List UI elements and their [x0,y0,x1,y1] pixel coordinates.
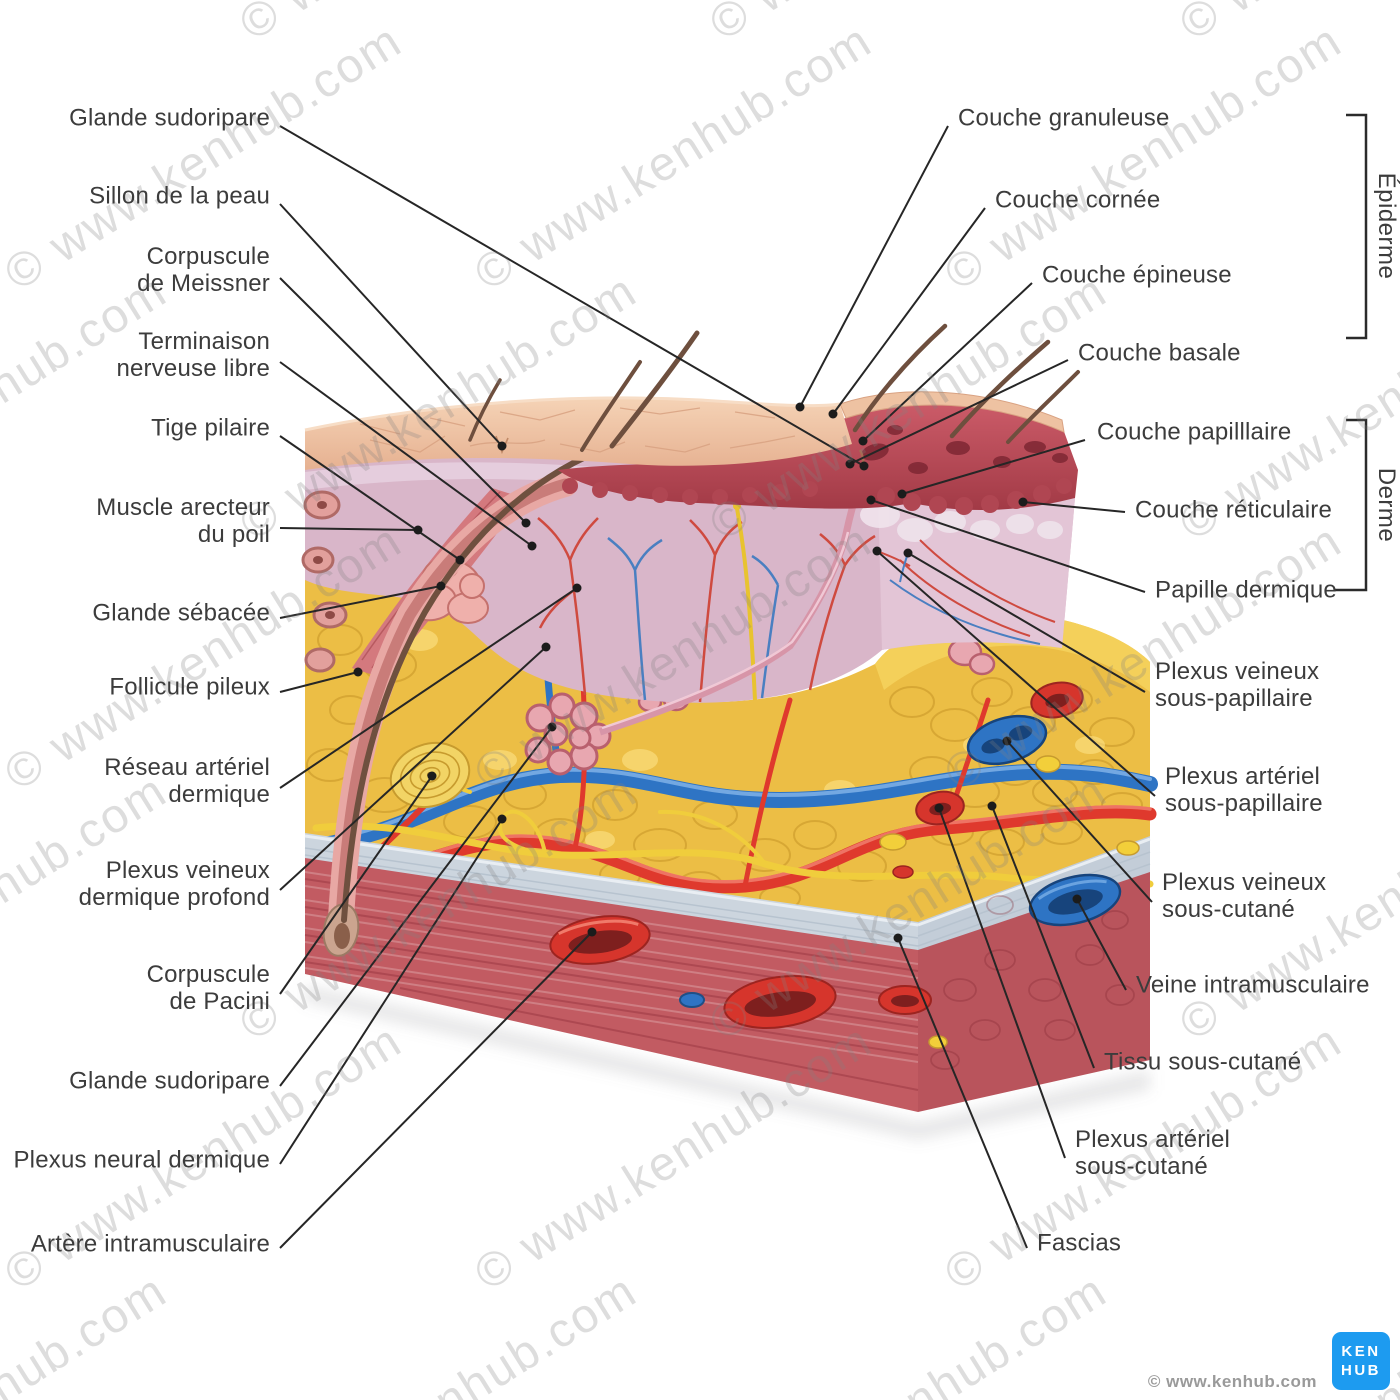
label-follicule-pileux: Follicule pileux [109,673,270,701]
leader-plexus-arteriel-sous-cutane [938,807,1066,1159]
leader-corpuscule-de-meissner [279,277,527,524]
leader-reseau-arteriel [279,587,578,789]
leader-couche-cornee [832,207,986,415]
leader-lines [279,125,1156,1249]
leader-papille-dermique [870,499,1146,593]
label-plexus-veineux-dermique-profond: Plexus veineux dermique profond [78,857,270,911]
leader-couche-epineuse [862,282,1033,442]
label-tissu-sous-cutane: Tissu sous-cutané [1104,1048,1302,1076]
epidermis-layer [558,391,1078,515]
label-papille-dermique: Papille dermique [1155,576,1337,604]
kenhub-logo-line2: HUB [1341,1362,1381,1379]
kenhub-logo-line1: KEN [1341,1343,1381,1360]
leader-couche-reticulaire [1022,501,1126,513]
label-glande-sudoripare-bottom: Glande sudoripare [69,1067,270,1095]
label-muscle-arecteur-du-poil: Muscle arecteur du poil [96,494,270,548]
leader-glande-sudoripare-bottom [279,726,553,1087]
label-plexus-neural-dermique: Plexus neural dermique [13,1146,270,1174]
leader-muscle-arecteur [279,527,419,531]
leader-plexus-veineux-profond [279,646,547,891]
leader-terminaison-nerveuse-libre [279,361,533,547]
epiderme-bracket [1346,113,1368,340]
derme-bracket [1334,418,1368,592]
leader-veine-intramusculaire [1076,898,1127,991]
label-reseau-arteriel-dermique: Réseau artériel dermique [104,754,270,808]
bracket-label-epiderme: Épiderme [1373,172,1400,280]
copyright-text: © www.kenhub.com [1147,1372,1317,1391]
leader-dots [353,402,1082,943]
label-terminaison-nerveuse-libre: Terminaison nerveuse libre [116,328,270,382]
leader-plexus-arteriel-sous-papillaire [876,550,1156,797]
leader-couche-basale [849,359,1069,465]
label-sillon-de-la-peau: Sillon de la peau [89,182,270,210]
label-corpuscule-de-meissner: Corpuscule de Meissner [137,243,270,297]
leader-follicule-pileux [279,671,359,693]
label-artere-intramusculaire: Artère intramusculaire [30,1230,270,1258]
kenhub-logo: KEN HUB [1332,1332,1390,1390]
leader-corpuscule-de-pacini [279,775,433,995]
label-tige-pilaire: Tige pilaire [151,414,270,442]
label-couche-epineuse: Couche épineuse [1042,261,1232,289]
leader-tissu-sous-cutane [991,805,1095,1069]
brackets [1334,113,1368,592]
label-couche-basale: Couche basale [1078,339,1241,367]
leader-fascias [897,937,1028,1249]
leader-couche-papillaire [901,439,1086,495]
muscle-layer [304,840,1150,1112]
hair-shaft [341,443,615,923]
bracket-label-derme: Derme [1373,467,1400,543]
hairs [468,323,1080,452]
skin-surface [304,396,865,471]
label-glande-sebacee: Glande sébacée [92,599,270,627]
label-plexus-veineux-sous-cutane: Plexus veineux sous-cutané [1162,869,1327,923]
label-veine-intramusculaire: Veine intramusculaire [1136,971,1370,999]
leader-plexus-neural [279,818,503,1165]
label-couche-cornee: Couche cornée [995,186,1161,214]
label-fascias: Fascias [1037,1229,1122,1257]
leader-plexus-veineux-sous-papillaire [907,552,1146,693]
label-plexus-veineux-sous-papillaire: Plexus veineux sous-papillaire [1155,658,1320,712]
label-corpuscule-de-pacini: Corpuscule de Pacini [146,961,270,1015]
leader-glande-sudoripare-top [279,125,865,467]
label-couche-granuleuse: Couche granuleuse [958,104,1170,132]
follicle-cross-sections [301,490,348,673]
leader-artere-intramusculaire [279,931,593,1249]
leader-tige-pilaire [279,435,461,561]
label-glande-sudoripare-top: Glande sudoripare [69,104,270,132]
leader-glande-sebacee [279,585,442,619]
label-plexus-arteriel-sous-papillaire: Plexus artériel sous-papillaire [1165,763,1323,817]
leader-plexus-veineux-sous-cutane [1006,740,1153,903]
leader-couche-granuleuse [799,125,949,408]
label-plexus-arteriel-sous-cutane: Plexus artériel sous-cutané [1075,1126,1231,1180]
leader-sillon-de-la-peau [279,203,503,447]
label-couche-papillaire: Couche papilllaire [1097,418,1292,446]
intramuscular-artery-opening [549,915,651,965]
label-couche-reticulaire: Couche réticulaire [1135,496,1333,524]
